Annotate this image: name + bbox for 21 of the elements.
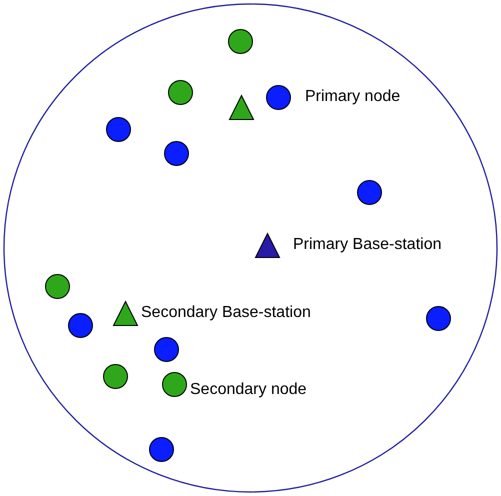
node-circle [148,436,174,462]
node-label: Primary Base-station [293,236,442,254]
base-station-triangle [228,94,254,120]
node-circle [168,80,192,104]
node-circle [106,116,130,142]
node-circle [426,306,450,330]
node-circle [162,372,186,396]
base-station-triangle [112,300,138,326]
coverage-circle [3,3,498,493]
node-circle [266,84,290,110]
node-label: Secondary Base-station [141,304,311,322]
node-label: Secondary node [190,381,307,399]
node-circle [356,180,382,204]
node-circle [68,312,92,338]
node-label: Primary node [305,88,400,106]
node-circle [154,336,178,362]
base-station-triangle [254,232,280,258]
node-circle [44,274,70,298]
node-circle [102,364,128,388]
node-circle [164,140,188,166]
node-circle [228,28,252,54]
